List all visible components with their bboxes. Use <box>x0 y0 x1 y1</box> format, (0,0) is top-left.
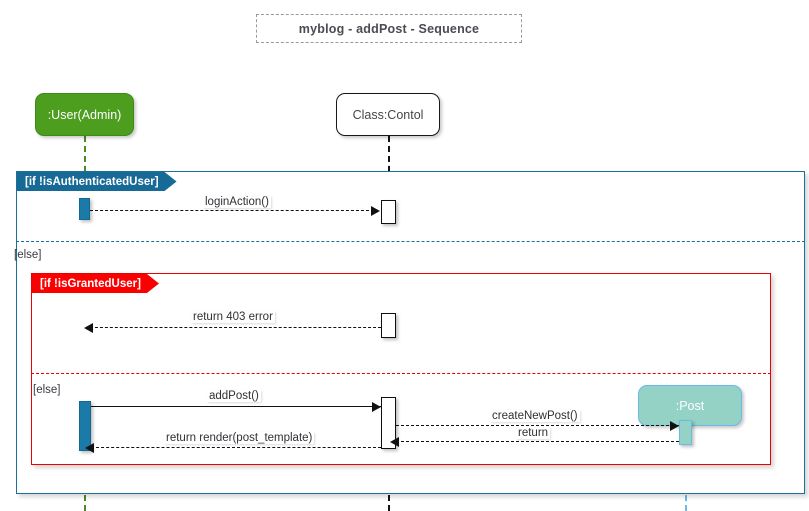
activation-control-addpost <box>381 397 396 449</box>
message-line-createnewpost <box>396 425 679 426</box>
lifeline-head-control[interactable]: Class:Contol <box>336 93 440 136</box>
message-arrowhead-createnewpost <box>670 421 679 431</box>
message-line-return403 <box>90 327 381 328</box>
diagram-title: myblog - addPost - Sequence <box>256 14 522 43</box>
message-line-return <box>396 441 679 442</box>
lifeline-head-user[interactable]: :User(Admin) <box>35 93 134 136</box>
message-label-return: return <box>516 427 551 439</box>
message-arrowhead-loginaction <box>371 206 380 216</box>
message-arrowhead-addpost <box>372 402 381 412</box>
fragment-outer-else-label: [else] <box>14 249 42 261</box>
message-label-returnrender: return render(post_template) <box>164 432 315 444</box>
message-label-return403: return 403 error <box>191 311 275 323</box>
fragment-inner-else-label: [else] <box>33 384 61 396</box>
message-label-loginaction: loginAction() <box>203 196 271 208</box>
activation-user-login <box>79 198 90 220</box>
activation-post-create <box>679 420 692 445</box>
message-label-createnewpost: createNewPost() <box>490 410 580 422</box>
message-arrowhead-return403 <box>84 323 93 333</box>
activation-control-403 <box>381 313 396 338</box>
message-line-loginaction <box>90 210 374 211</box>
lifeline-head-post[interactable]: :Post <box>638 385 742 426</box>
message-label-addpost: addPost() <box>207 390 261 402</box>
fragment-outer-separator <box>16 241 805 242</box>
fragment-inner-alt[interactable] <box>31 273 771 465</box>
message-line-returnrender <box>91 447 381 448</box>
message-arrowhead-returnrender <box>85 443 94 453</box>
fragment-inner-separator <box>31 373 771 374</box>
message-arrowhead-return <box>390 437 399 447</box>
fragment-inner-label[interactable]: [if !isGrantedUser] <box>32 274 159 293</box>
fragment-outer-label[interactable]: [if !isAuthenticatedUser] <box>17 172 177 191</box>
message-line-addpost <box>91 406 381 407</box>
activation-control-login <box>381 200 396 224</box>
